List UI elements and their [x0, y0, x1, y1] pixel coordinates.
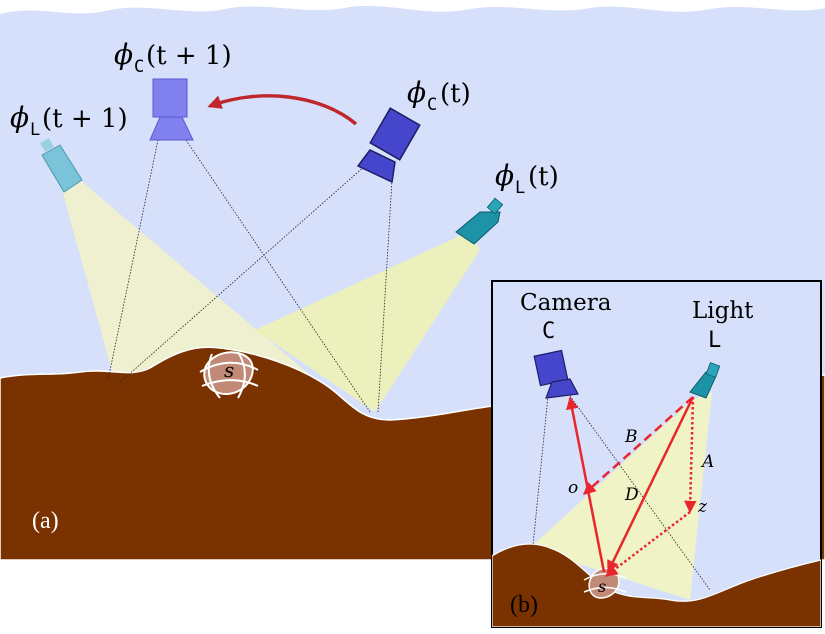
vector-a — [684, 396, 697, 514]
svg-text:(t + 1): (t + 1) — [42, 104, 128, 134]
sight-line-b — [569, 395, 711, 591]
vector-b-label: B — [624, 427, 638, 447]
svg-text:(t + 1): (t + 1) — [146, 41, 232, 71]
svg-text:ϕ: ϕ — [10, 101, 29, 134]
camera-icon-b — [533, 349, 579, 399]
light-cone-b — [530, 392, 712, 600]
sight-line-b — [532, 395, 549, 546]
svg-text:s: s — [598, 577, 606, 596]
surface-label-a: s — [224, 358, 234, 382]
light-symbol-b: L — [708, 328, 721, 353]
label-camera-t1: ϕ C (t + 1) — [114, 38, 232, 77]
label-light-t1: ϕ L (t + 1) — [10, 101, 128, 140]
svg-text:L: L — [30, 120, 40, 140]
light-t-icon — [455, 197, 504, 245]
camera-symbol-b: C — [542, 319, 555, 344]
vector-d — [606, 396, 695, 574]
light-icon-b — [689, 362, 721, 399]
light-cone-t — [255, 232, 480, 412]
light-t1-icon — [40, 138, 83, 193]
sight-line — [185, 139, 371, 413]
surface-patch-a: s — [199, 351, 259, 399]
svg-text:ϕ: ϕ — [114, 38, 133, 71]
vector-a-label: A — [700, 452, 714, 472]
panel-a-tag: (a) — [32, 508, 59, 534]
svg-text:L: L — [515, 178, 525, 198]
panel-b-tag: (b) — [510, 592, 538, 618]
vector-z-label: z — [697, 497, 708, 517]
svg-text:C: C — [134, 57, 144, 77]
panel-b: s Camera C Light L B A — [491, 280, 822, 628]
light-cone-t1 — [62, 180, 330, 392]
label-light-t: ϕ L (t) — [495, 159, 559, 198]
sight-line — [107, 139, 159, 381]
svg-text:C: C — [427, 95, 437, 115]
camera-t1-icon — [149, 78, 194, 141]
svg-text:ϕ: ϕ — [407, 76, 426, 109]
vector-b — [583, 396, 694, 495]
camera-title-b: Camera — [520, 290, 612, 316]
vector-o-label: o — [568, 478, 578, 498]
camera-t-icon — [356, 107, 421, 184]
light-title-b: Light — [692, 298, 754, 324]
label-camera-t: ϕ C (t) — [407, 76, 471, 115]
motion-arrow — [207, 94, 358, 126]
sight-line — [117, 164, 367, 385]
svg-text:ϕ: ϕ — [495, 159, 514, 192]
svg-text:(t): (t) — [440, 79, 471, 109]
seafloor-b — [492, 543, 821, 627]
svg-text:(t): (t) — [528, 162, 559, 192]
vector-d-label: D — [624, 485, 639, 505]
